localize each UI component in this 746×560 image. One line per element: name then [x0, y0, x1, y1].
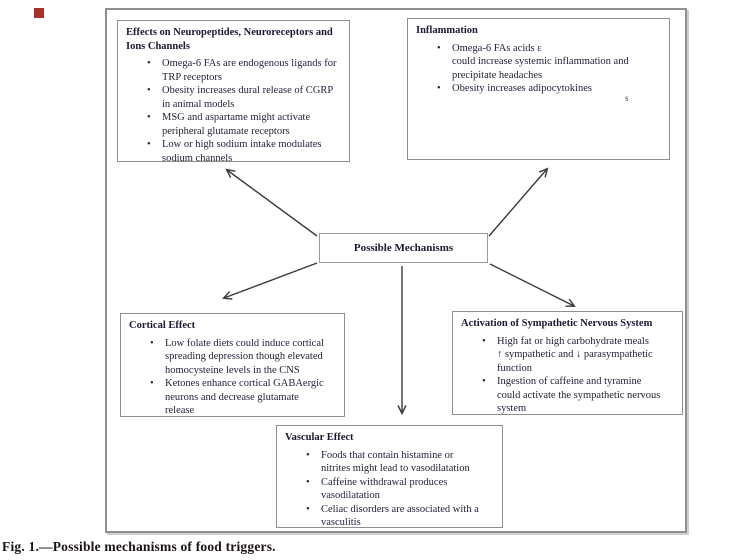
bullet-text: Celiac disorders are associated with a v…	[321, 503, 479, 528]
cortical-bullet-list: • Low folate diets could induce cortical …	[121, 337, 344, 417]
bullet-icon: •	[306, 476, 310, 488]
list-item: • Low folate diets could induce cortical …	[121, 337, 344, 378]
bullet-text: Omega-6 FAs are endogenous ligands for T…	[162, 58, 337, 83]
inflammation-box: Inflammation • Omega-6 FAs acids ɛ could …	[407, 18, 670, 160]
figure-caption: Fig. 1.—Possible mechanisms of food trig…	[2, 539, 276, 554]
bullet-text: MSG and aspartame might activate periphe…	[162, 112, 311, 137]
bullet-icon: •	[482, 376, 486, 387]
bullet-icon: •	[147, 58, 151, 69]
list-item: • Foods that contain histamine or nitrite…	[277, 449, 502, 476]
list-item: • MSG and aspartame might activate periph…	[118, 111, 349, 138]
bullet-text: High fat or high carbohydrate meals ↑ sy…	[497, 335, 653, 374]
neuropeptides-box-title: Effects on Neuropeptides, Neuroreceptors…	[126, 27, 333, 52]
list-item: • Omega-6 FAs are endogenous ligands for …	[118, 57, 349, 84]
bullet-text: Ingestion of caffeine and tyramine could…	[497, 376, 661, 414]
bullet-text: Obesity increases dural release of CGRP …	[162, 85, 334, 110]
vascular-bullet-list: • Foods that contain histamine or nitrite…	[277, 449, 502, 528]
vascular-effect-box-title: Vascular Effect	[285, 432, 354, 443]
bullet-icon: •	[147, 112, 151, 123]
list-item: • Obesity increases dural release of CGRP…	[118, 84, 349, 111]
list-item: • Low or high sodium intake modulates sod…	[118, 138, 349, 162]
sympathetic-activation-box: Activation of Sympathetic Nervous System…	[452, 311, 683, 415]
neuropeptides-bullet-list: • Omega-6 FAs are endogenous ligands for …	[118, 57, 349, 162]
bullet-text: Foods that contain histamine or nitrites…	[321, 449, 470, 475]
bullet-text: Low folate diets could induce cortical s…	[165, 337, 324, 376]
bullet-icon: •	[150, 378, 154, 389]
possible-mechanisms-label: Possible Mechanisms	[353, 242, 454, 254]
list-item: • Celiac disorders are associated with a …	[277, 503, 502, 528]
bullet-text: Ketones enhance cortical GABAergic neuro…	[165, 378, 324, 416]
list-item: • Ketones enhance cortical GABAergic neur…	[121, 377, 344, 416]
list-item: • Ingestion of caffeine and tyramine coul…	[453, 375, 682, 414]
bullet-icon: •	[306, 503, 310, 515]
bullet-text: Caffeine withdrawal produces vasodilatat…	[321, 476, 448, 502]
list-item: • Obesity increases adipocytokines	[408, 82, 669, 96]
cortical-effect-box-title: Cortical Effect	[129, 320, 196, 331]
list-item: • High fat or high carbohydrate meals ↑ s…	[453, 335, 682, 376]
sympathetic-activation-box-title: Activation of Sympathetic Nervous System	[461, 318, 653, 329]
red-square-artifact	[34, 8, 44, 18]
bullet-icon: •	[147, 139, 151, 150]
bullet-text: Obesity increases adipocytokines	[452, 83, 592, 94]
sympathetic-bullet-list: • High fat or high carbohydrate meals ↑ s…	[453, 335, 682, 415]
bullet-text: Low or high sodium intake modulates sodi…	[162, 139, 322, 162]
list-item: • Caffeine withdrawal produces vasodilata…	[277, 476, 502, 503]
possible-mechanisms-box: Possible Mechanisms	[319, 233, 488, 263]
neuropeptides-box: Effects on Neuropeptides, Neuroreceptors…	[117, 20, 350, 162]
bullet-icon: •	[150, 337, 154, 349]
bullet-icon: •	[147, 85, 151, 96]
bullet-icon: •	[437, 42, 441, 54]
vascular-effect-box: Vascular Effect • Foods that contain hist…	[276, 425, 503, 528]
bullet-icon: •	[437, 83, 441, 94]
bullet-icon: •	[482, 335, 486, 347]
inflammation-box-title: Inflammation	[416, 25, 478, 36]
list-item: • Omega-6 FAs acids ɛ could increase syst…	[408, 42, 669, 83]
bullet-text: Omega-6 FAs acids ɛ could increase syste…	[452, 42, 629, 81]
inflammation-bullet-list: • Omega-6 FAs acids ɛ could increase syst…	[408, 42, 669, 96]
cortical-effect-box: Cortical Effect • Low folate diets could …	[120, 313, 345, 417]
stray-scan-artifact: s	[625, 93, 629, 103]
bullet-icon: •	[306, 449, 310, 461]
